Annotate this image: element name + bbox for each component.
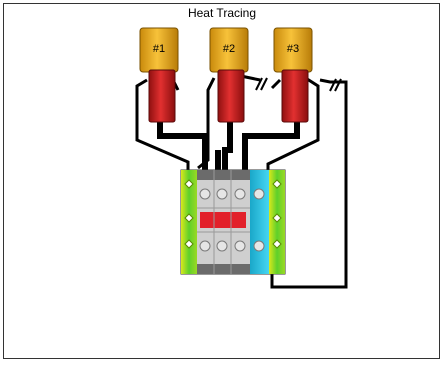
terminal-screws-bottom: [199, 240, 265, 252]
conductor-3: [242, 120, 300, 172]
conductor-1: [157, 120, 208, 172]
terminal-side-markers: [184, 179, 282, 249]
wire-3-left: [270, 78, 282, 90]
conductor-group: [157, 120, 300, 172]
terminal-bottom-band: [197, 264, 250, 274]
break-mark-2b: [260, 77, 268, 91]
wire-3-return: [270, 78, 348, 289]
cable-2-label: #2: [223, 43, 235, 55]
terminal-screws-top: [199, 188, 265, 200]
terminal-cyan: [250, 170, 269, 274]
cable-1-label: #1: [153, 43, 165, 55]
cable-1-sleeve: [148, 69, 176, 123]
cable-2-sleeve: [217, 69, 245, 123]
diagram-border: [3, 3, 440, 359]
break-marks: [255, 77, 342, 92]
cable-3-label: #3: [287, 43, 299, 55]
break-mark-3a: [329, 78, 337, 92]
break-mark-3b: [334, 78, 342, 92]
terminal-red-bar: [200, 212, 246, 228]
cable-2: #2: [209, 27, 249, 123]
cable-3-sleeve: [281, 69, 309, 123]
conductor-2: [222, 120, 233, 172]
diagram-title: Heat Tracing: [187, 6, 257, 20]
terminal-dividers: [197, 170, 250, 274]
cable-3: #3: [273, 27, 313, 123]
terminal-block: [180, 169, 286, 275]
break-mark-2a: [255, 77, 263, 91]
cable-1: #1: [139, 27, 179, 123]
terminal-top-band: [197, 170, 250, 180]
